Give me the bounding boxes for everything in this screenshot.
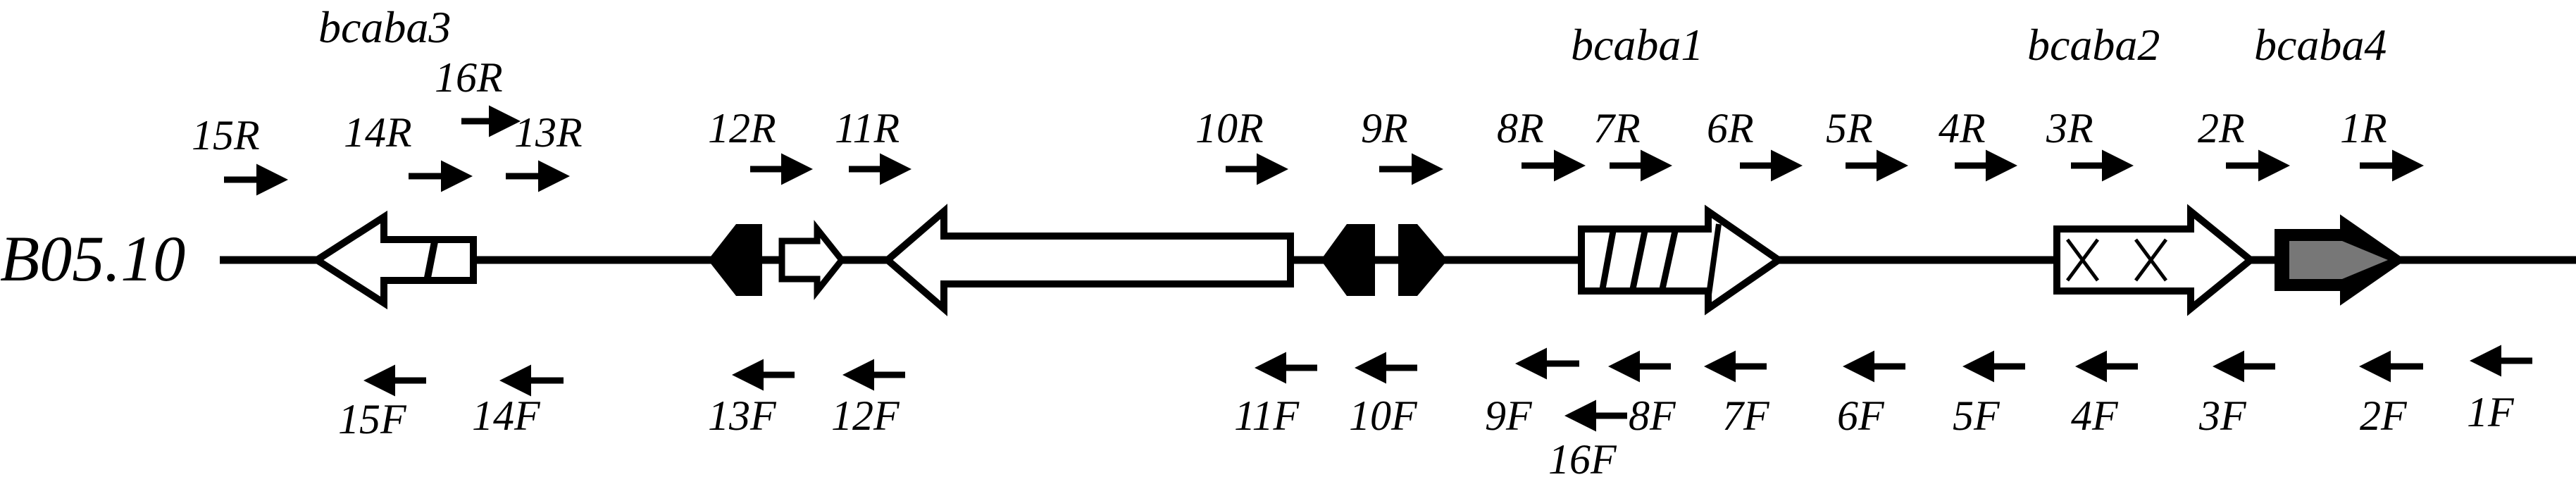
primer-label-10R: 10R <box>1195 105 1264 151</box>
primer-label-14R: 14R <box>344 109 412 156</box>
primer-label-15R: 15R <box>192 112 260 159</box>
strain-label: B05.10 <box>0 223 185 295</box>
gene-label-bcaba3: bcaba3 <box>318 2 451 52</box>
bcaba4-arrow <box>2275 214 2406 306</box>
primer-label-5R: 5R <box>1826 105 1873 151</box>
primer-label-4R: 4R <box>1939 105 1986 151</box>
primer-label-8F: 8F <box>1629 392 1676 439</box>
primer-label-11R: 11R <box>835 105 900 151</box>
primer-label-13R: 13R <box>514 109 583 156</box>
primer-label-4F: 4F <box>2071 392 2119 439</box>
primer-label-10F: 10F <box>1349 392 1418 439</box>
small-black-arrow-1 <box>708 224 762 296</box>
primer-label-6F: 6F <box>1837 392 1885 439</box>
primer-label-5F: 5F <box>1953 392 2001 439</box>
long-white-arrow <box>882 204 1294 316</box>
gene-label-bcaba2: bcaba2 <box>2027 20 2160 70</box>
primer-label-11F: 11F <box>1234 392 1300 439</box>
primer-label-3F: 3F <box>2198 392 2247 439</box>
primer-label-6R: 6R <box>1707 105 1754 151</box>
primer-label-7R: 7R <box>1593 105 1641 151</box>
primer-label-7F: 7F <box>1722 392 1770 439</box>
primer-label-9F: 9F <box>1485 392 1533 439</box>
primer-label-9R: 9R <box>1361 105 1408 151</box>
primer-label-16F: 16F <box>1548 436 1617 483</box>
primer-label-14F: 14F <box>472 392 541 439</box>
primer-label-12F: 12F <box>831 392 900 439</box>
bcaba2-arrow <box>2053 204 2256 316</box>
primer-label-1R: 1R <box>2340 105 2387 151</box>
primer-label-3R: 3R <box>2046 105 2093 151</box>
small-black-arrow-3 <box>1398 224 1448 296</box>
primer-label-2F: 2F <box>2360 392 2408 439</box>
primer-label-12R: 12R <box>708 105 776 151</box>
small-white-arrow <box>778 220 846 300</box>
primer-label-2R: 2R <box>2198 105 2245 151</box>
small-black-arrow-2 <box>1321 224 1375 296</box>
bcaba1-arrow <box>1578 204 1785 316</box>
primer-label-1F: 1F <box>2467 389 2515 435</box>
primer-label-15F: 15F <box>338 396 407 442</box>
primer-label-8R: 8R <box>1497 105 1544 151</box>
gene-label-bcaba1: bcaba1 <box>1571 20 1703 70</box>
primer-label-13F: 13F <box>708 392 777 439</box>
bcaba3-arrow <box>310 210 477 310</box>
primer-label-16R: 16R <box>435 54 503 101</box>
gene-label-bcaba4: bcaba4 <box>2254 20 2387 70</box>
